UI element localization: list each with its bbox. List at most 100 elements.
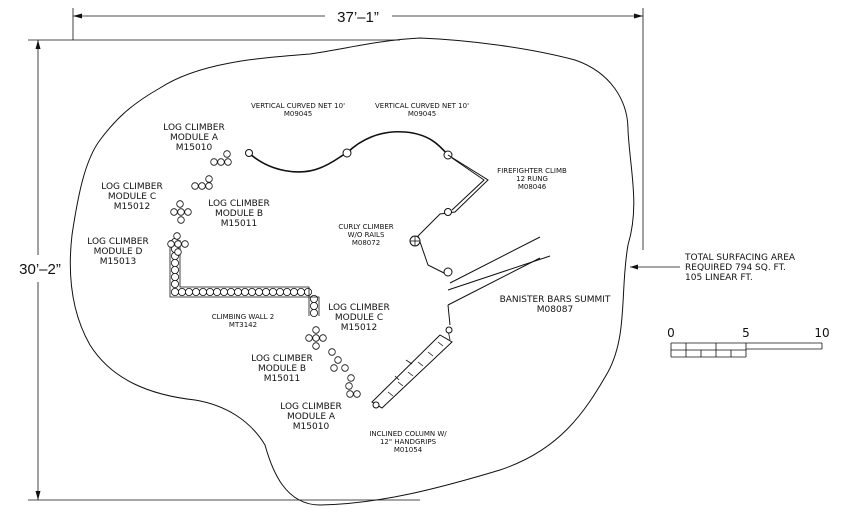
svg-text:CURLY CLIMBER: CURLY CLIMBER	[338, 223, 393, 231]
log-climber-stone	[198, 182, 206, 190]
svg-text:M08087: M08087	[537, 305, 573, 315]
climbing-wall-ring	[268, 287, 277, 296]
log-climber-stone	[167, 240, 175, 248]
svg-text:MODULE C: MODULE C	[108, 192, 156, 202]
scale-tick-10: 10	[814, 326, 829, 340]
label-curly: CURLY CLIMBER W/O RAILS M08072	[338, 223, 393, 247]
label-inclined: INCLINED COLUMN W/ 12" HANDGRIPS M01054	[369, 430, 447, 454]
log-climber-stone	[217, 158, 225, 166]
log-climber-stone	[312, 334, 320, 342]
banister-bars	[447, 236, 551, 326]
climbing-wall-ring	[233, 287, 242, 296]
climbing-wall-frame	[169, 240, 320, 316]
label-log-b-top: LOG CLIMBER MODULE B M15011	[208, 199, 269, 229]
svg-text:M09045: M09045	[284, 110, 312, 118]
climbing-wall-ring	[289, 287, 298, 296]
width-label: 37’–1”	[337, 9, 379, 26]
log-climber-stone	[330, 364, 338, 372]
label-log-c-top: LOG CLIMBER MODULE C M15012	[101, 182, 162, 212]
label-log-b-bottom: LOG CLIMBER MODULE B M15011	[251, 354, 312, 384]
svg-text:BANISTER BARS SUMMIT: BANISTER BARS SUMMIT	[500, 295, 611, 305]
svg-text:W/O RAILS: W/O RAILS	[348, 231, 385, 239]
firefighter-climb	[417, 154, 489, 277]
climbing-wall-ring	[198, 287, 207, 296]
svg-text:M15012: M15012	[341, 323, 377, 333]
log-climber-stone	[174, 248, 182, 256]
label-log-a-bottom: LOG CLIMBER MODULE A M15010	[280, 402, 341, 432]
svg-text:FIREFIGHTER CLIMB: FIREFIGHTER CLIMB	[497, 167, 567, 175]
log-climber-stone	[177, 216, 185, 224]
svg-text:LOG CLIMBER: LOG CLIMBER	[251, 354, 312, 364]
climbing-wall-ring	[212, 287, 221, 296]
log-climber-stone	[184, 208, 192, 216]
surfacing-area-outline	[69, 37, 635, 506]
climbing-wall-ring	[170, 287, 179, 296]
climbing-wall-ring	[303, 287, 312, 296]
log-climber-stone	[347, 374, 355, 382]
svg-text:MODULE A: MODULE A	[287, 412, 336, 422]
climbing-wall-ring	[170, 258, 179, 267]
log-climber-stone	[174, 240, 182, 248]
climbing-wall-ring	[205, 287, 214, 296]
climbing-wall-ring	[309, 301, 318, 310]
svg-text:M15011: M15011	[264, 374, 300, 384]
log-climber-stone	[170, 208, 178, 216]
svg-text:LOG CLIMBER: LOG CLIMBER	[208, 199, 269, 209]
log-climber-stone	[334, 356, 342, 364]
svg-text:REQUIRED 794 SQ. FT.: REQUIRED 794 SQ. FT.	[685, 263, 786, 273]
log-climber-stone	[173, 232, 181, 240]
climbing-wall-ring	[247, 287, 256, 296]
svg-text:M01054: M01054	[394, 446, 423, 454]
log-climber-stone	[205, 175, 213, 183]
svg-text:VERTICAL CURVED NET 10': VERTICAL CURVED NET 10'	[375, 102, 469, 110]
inclined-column	[371, 326, 453, 409]
svg-text:MT3142: MT3142	[229, 321, 257, 329]
climbing-wall-ring	[170, 272, 179, 281]
log-climber-stone	[346, 390, 354, 398]
svg-text:M08072: M08072	[352, 239, 380, 247]
climbing-wall-ring	[254, 287, 263, 296]
svg-text:VERTICAL CURVED NET 10': VERTICAL CURVED NET 10'	[251, 102, 345, 110]
log-climber-stone	[312, 326, 320, 334]
svg-text:M15013: M15013	[100, 257, 136, 267]
label-log-c-bottom: LOG CLIMBER MODULE C M15012	[328, 303, 389, 333]
vertical-curved-net	[245, 130, 453, 173]
log-climber-stone	[223, 150, 231, 158]
svg-text:LOG CLIMBER: LOG CLIMBER	[163, 123, 224, 133]
svg-text:M09045: M09045	[408, 110, 436, 118]
climbing-wall-ring	[282, 287, 291, 296]
svg-text:LOG CLIMBER: LOG CLIMBER	[280, 402, 341, 412]
log-climber-stone	[328, 348, 336, 356]
svg-text:TOTAL SURFACING AREA: TOTAL SURFACING AREA	[684, 253, 796, 263]
svg-text:MODULE A: MODULE A	[170, 133, 219, 143]
label-climbing-wall: CLIMBING WALL 2 MT3142	[212, 313, 274, 329]
svg-text:LOG CLIMBER: LOG CLIMBER	[101, 182, 162, 192]
label-firefighter: FIREFIGHTER CLIMB 12 RUNG M08046	[497, 167, 567, 191]
svg-text:MODULE C: MODULE C	[335, 313, 383, 323]
svg-text:MODULE B: MODULE B	[258, 364, 306, 374]
climbing-wall-ring	[170, 265, 179, 274]
label-net-left: VERTICAL CURVED NET 10' M09045	[251, 102, 345, 118]
scale-tick-5: 5	[742, 326, 750, 340]
svg-text:12" HANDGRIPS: 12" HANDGRIPS	[380, 438, 437, 446]
log-climber-stone	[312, 342, 320, 350]
climbing-wall-ring	[219, 287, 228, 296]
log-climber-stone	[345, 382, 353, 390]
climbing-wall-ring	[184, 287, 193, 296]
log-climber-stone	[210, 158, 218, 166]
svg-text:MODULE B: MODULE B	[215, 209, 263, 219]
log-climber-stone	[224, 158, 232, 166]
climbing-wall-ring	[177, 287, 186, 296]
climbing-wall-ring	[191, 287, 200, 296]
curly-climber	[409, 235, 421, 247]
height-label: 30’–2”	[19, 261, 61, 278]
height-dimension: 30’–2”	[19, 39, 420, 501]
surfacing-note: TOTAL SURFACING AREA REQUIRED 794 SQ. FT…	[630, 253, 796, 283]
width-dimension: 37’–1”	[72, 8, 644, 250]
log-climber-stone	[176, 200, 184, 208]
log-climber-stone	[319, 334, 327, 342]
svg-text:MODULE D: MODULE D	[94, 247, 143, 257]
svg-text:INCLINED COLUMN W/: INCLINED COLUMN W/	[369, 430, 447, 438]
climbing-wall-ring	[296, 287, 305, 296]
